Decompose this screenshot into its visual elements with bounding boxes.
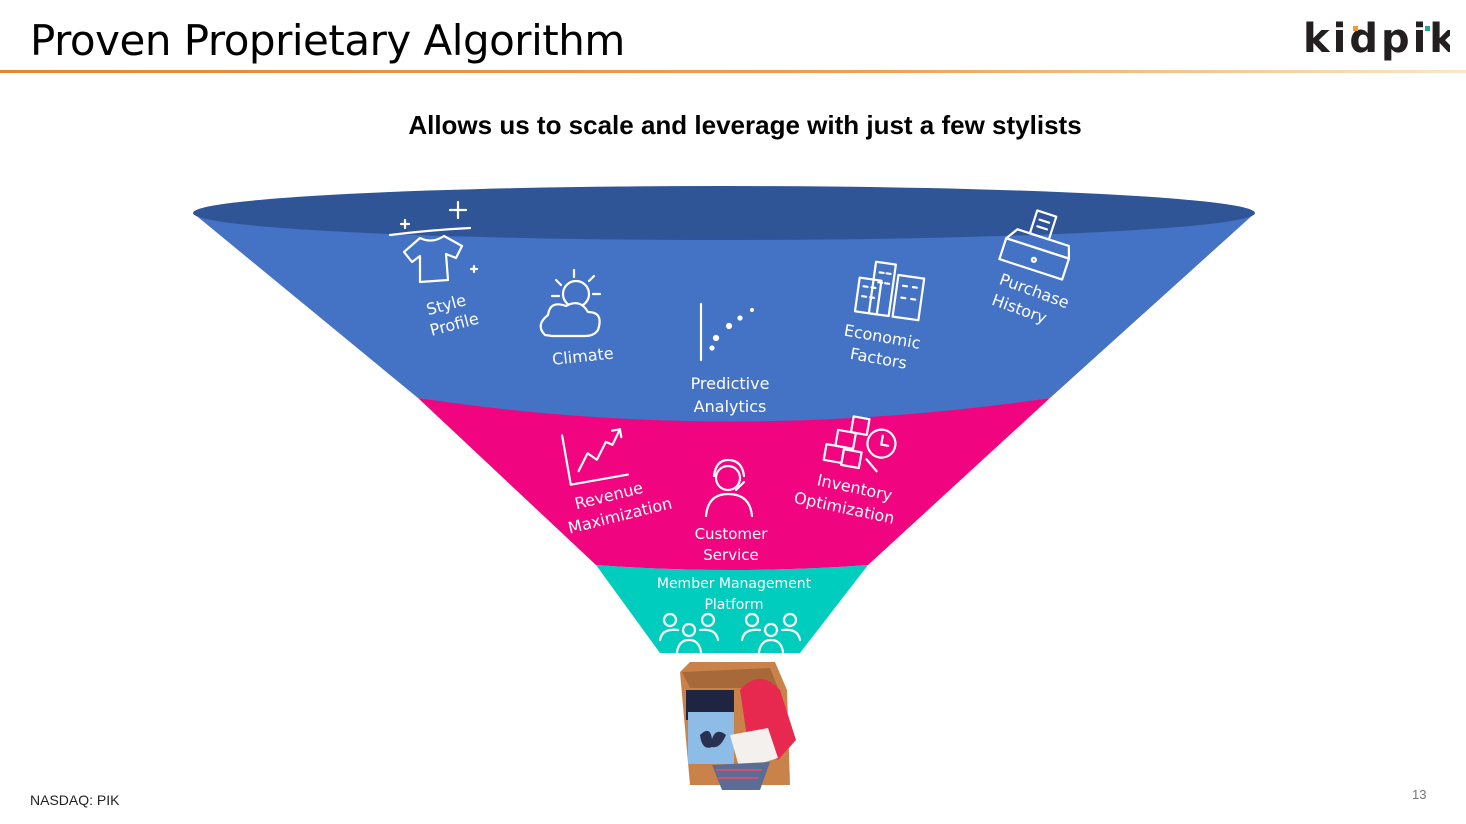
boxes-clock-icon	[822, 415, 897, 473]
kidpik-logo: kidpik	[1300, 8, 1456, 73]
funnel-middle-layer	[418, 398, 1050, 570]
shirt-icon	[388, 200, 479, 284]
footer-ticker: NASDAQ: PIK	[30, 792, 120, 808]
page-title: Proven Proprietary Algorithm	[30, 16, 625, 65]
cash-register-icon	[998, 209, 1071, 281]
people-group-icon	[658, 612, 802, 654]
scatter-chart-icon	[699, 302, 755, 362]
funnel-bottom-layer	[596, 565, 868, 653]
buildings-icon	[853, 260, 926, 322]
slide-subtitle: Allows us to scale and leverage with jus…	[408, 110, 1082, 140]
svg-text:kidpik: kidpik	[1303, 16, 1450, 62]
funnel-top-rim	[193, 186, 1255, 240]
trend-chart-icon	[560, 428, 630, 486]
funnel-top-layer	[193, 213, 1255, 422]
sun-cloud-icon	[539, 268, 602, 338]
title-divider	[0, 70, 1466, 73]
clothing-box-image	[680, 662, 796, 790]
page-number: 13	[1412, 787, 1427, 802]
headset-person-icon	[704, 458, 754, 518]
